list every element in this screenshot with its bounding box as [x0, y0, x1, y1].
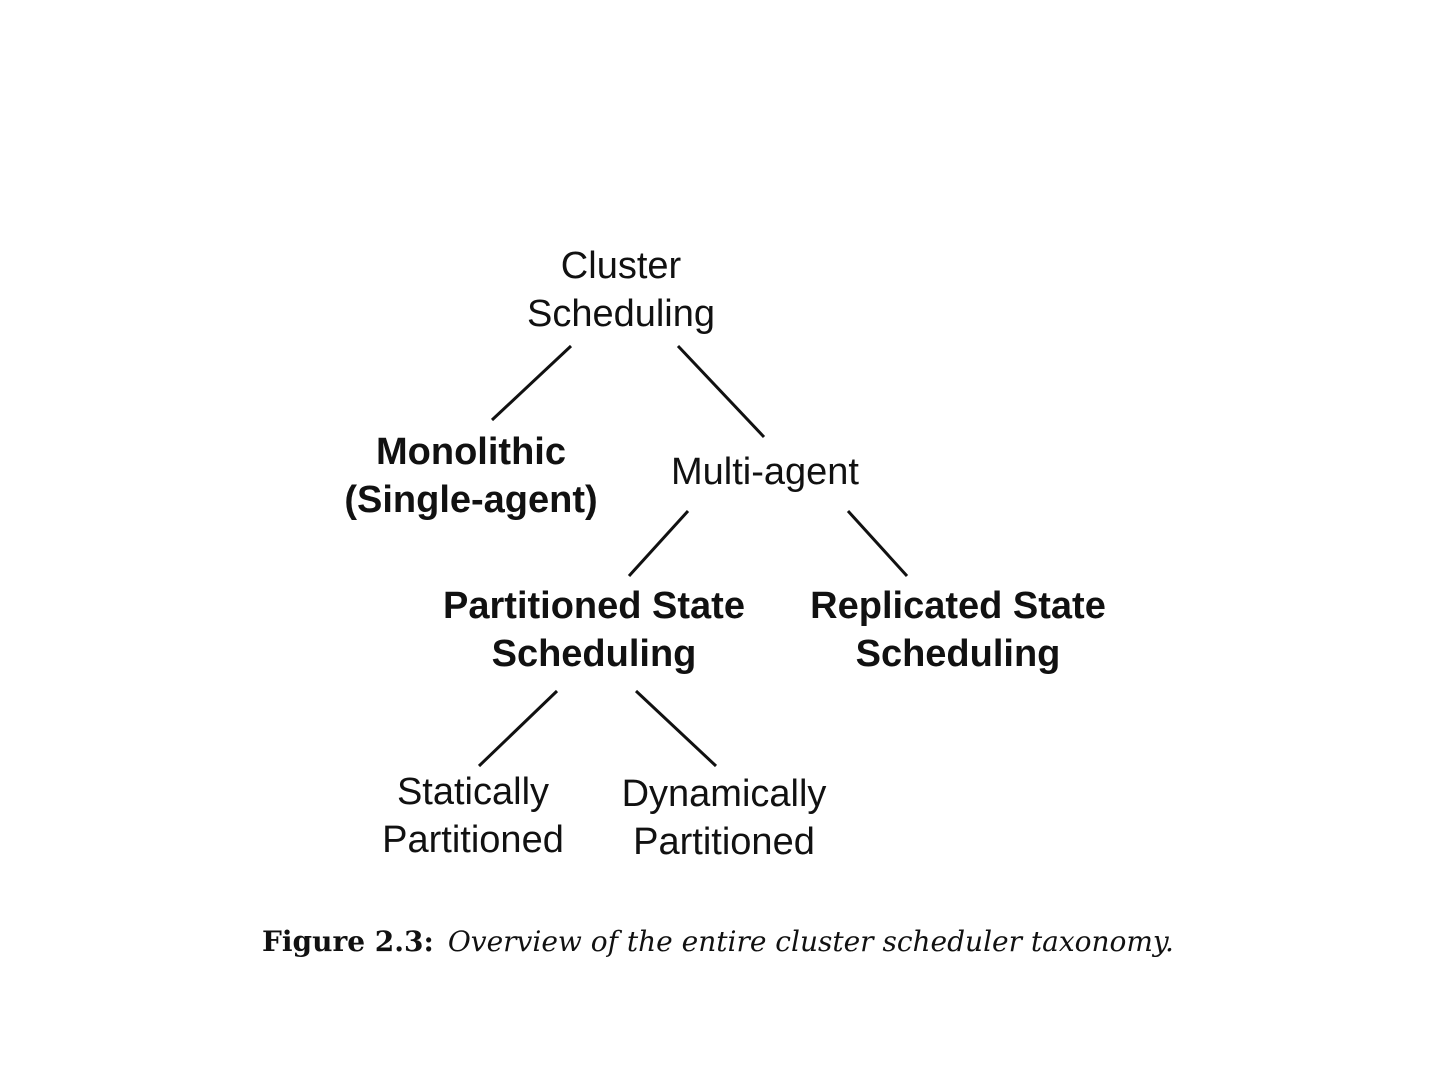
edge-multi-agent-to-partitioned: [627, 509, 690, 578]
figure-caption: Figure 2.3: Overview of the entire cluste…: [262, 920, 1174, 964]
node-label-line: (Single-agent): [344, 479, 598, 521]
node-label-line: Multi-agent: [671, 451, 859, 493]
node-statically-partitioned: Statically Partitioned: [382, 768, 564, 864]
edge-root-to-multi-agent: [676, 344, 766, 439]
node-replicated-state-scheduling: Replicated State Scheduling: [810, 582, 1106, 678]
node-monolithic: Monolithic (Single-agent): [344, 428, 597, 524]
node-dynamically-partitioned: Dynamically Partitioned: [622, 770, 827, 866]
node-label-line: Cluster: [560, 245, 682, 287]
node-label-line: Scheduling: [855, 633, 1061, 675]
node-label-line: Monolithic: [376, 431, 566, 473]
node-label-line: Partitioned: [633, 821, 815, 863]
edge-multi-agent-to-replicated: [846, 509, 909, 578]
caption-text: Overview of the entire cluster scheduler…: [447, 925, 1174, 958]
node-label-line: Scheduling: [526, 293, 716, 335]
node-label-line: Partitioned State: [443, 585, 745, 627]
edge-root-to-monolithic: [490, 344, 573, 422]
node-label-line: Scheduling: [491, 633, 697, 675]
node-partitioned-state-scheduling: Partitioned State Scheduling: [443, 582, 745, 678]
node-label-line: Replicated State: [810, 585, 1106, 627]
node-label-line: Statically: [396, 771, 550, 813]
caption-label: Figure 2.3:: [262, 925, 434, 958]
node-cluster-scheduling: Cluster Scheduling: [527, 242, 715, 338]
node-multi-agent: Multi-agent: [671, 448, 859, 496]
edge-partitioned-to-statically: [477, 689, 559, 768]
node-label-line: Dynamically: [621, 773, 827, 815]
node-label-line: Partitioned: [382, 819, 564, 861]
edge-partitioned-to-dynamically: [634, 689, 718, 768]
